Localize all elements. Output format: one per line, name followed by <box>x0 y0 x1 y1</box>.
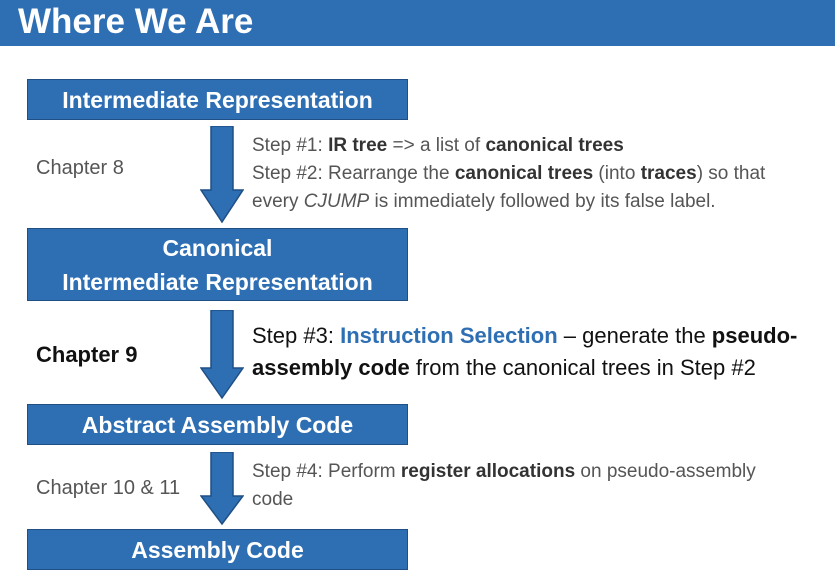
chapter-label: Chapter 10 & 11 <box>36 477 181 499</box>
box-label-line-1: Canonical <box>162 234 273 261</box>
box-intermediate-representation: Intermediate Representation <box>27 79 408 120</box>
box-abstract-assembly-code: Abstract Assembly Code <box>27 404 408 445</box>
down-arrow-icon <box>200 452 244 526</box>
chapter-label: Chapter 9 <box>36 342 138 367</box>
box-label: Abstract Assembly Code <box>81 411 354 438</box>
step-1-text: Step #1: IR tree => a list of canonical … <box>252 135 624 156</box>
box-canonical-intermediate-representation: Canonical Intermediate Representation <box>27 228 408 301</box>
box-label: Assembly Code <box>131 536 304 563</box>
page-title: Where We Are <box>18 2 254 41</box>
box-label: Intermediate Representation <box>62 86 373 113</box>
step-2-text: Step #2: Rearrange the canonical trees (… <box>252 163 766 212</box>
title-bar: Where We Are <box>0 0 835 46</box>
down-arrow-icon <box>200 126 244 224</box>
step-3-text: Step #3: Instruction Selection – generat… <box>252 323 798 380</box>
box-assembly-code: Assembly Code <box>27 529 408 570</box>
step-4-text: Step #4: Perform register allocations on… <box>252 461 756 510</box>
box-label-line-2: Intermediate Representation <box>62 268 373 295</box>
down-arrow-icon <box>200 310 244 400</box>
chapter-label: Chapter 8 <box>36 157 124 179</box>
